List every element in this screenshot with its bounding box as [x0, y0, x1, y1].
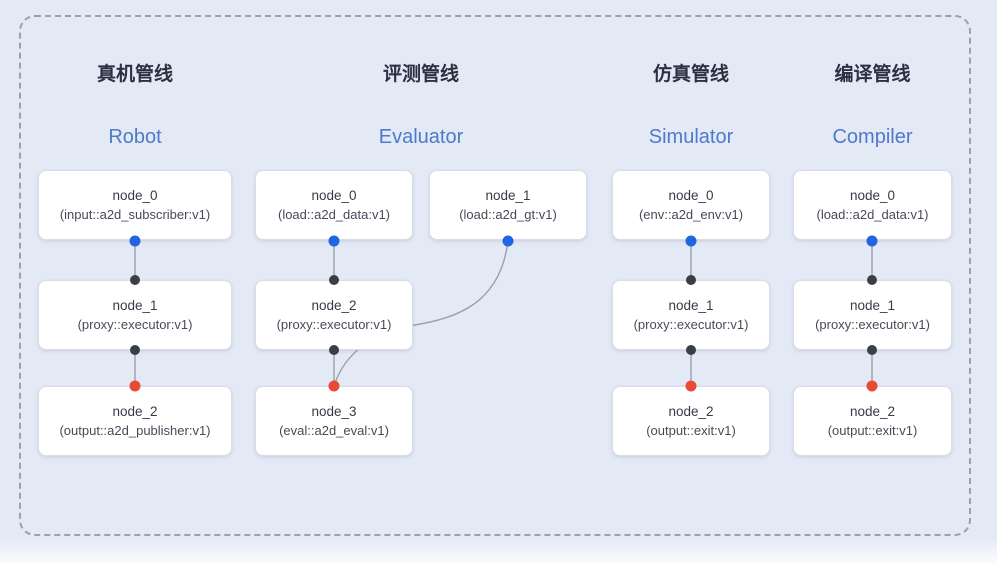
pipeline-title-cn-compiler: 编译管线 [834, 64, 911, 85]
node-type: (load::a2d_data:v1) [816, 207, 929, 222]
node-card-evaluator-node0: node_0 (load::a2d_data:v1) [255, 170, 413, 240]
node-card-robot-node1: node_1 (proxy::executor:v1) [38, 280, 232, 350]
node-type: (proxy::executor:v1) [276, 317, 392, 332]
node-type: (proxy::executor:v1) [77, 317, 193, 332]
node-type: (proxy::executor:v1) [815, 317, 930, 332]
pipeline-title-en-simulator: Simulator [648, 126, 734, 148]
node-name: node_0 [849, 188, 896, 203]
node-name: node_2 [112, 404, 158, 419]
node-type: (input::a2d_subscriber:v1) [59, 207, 211, 222]
node-name: node_1 [849, 298, 896, 313]
node-type: (proxy::executor:v1) [633, 317, 749, 332]
pipeline-title-cn-robot: 真机管线 [96, 64, 173, 85]
bottom-fade [0, 537, 997, 563]
node-name: node_1 [112, 298, 158, 313]
node-type: (output::exit:v1) [646, 423, 736, 438]
node-type: (output::a2d_publisher:v1) [59, 423, 211, 438]
node-name: node_2 [668, 404, 714, 419]
node-card-robot-node2: node_2 (output::a2d_publisher:v1) [38, 386, 232, 456]
node-type: (env::a2d_env:v1) [638, 207, 744, 222]
node-card-robot-node0: node_0 (input::a2d_subscriber:v1) [38, 170, 232, 240]
pipeline-title-en-evaluator: Evaluator [378, 126, 464, 148]
node-name: node_0 [112, 188, 158, 203]
node-card-compiler-node0: node_0 (load::a2d_data:v1) [793, 170, 952, 240]
node-card-evaluator-node1: node_1 (load::a2d_gt:v1) [429, 170, 587, 240]
pipeline-title-en-compiler: Compiler [832, 126, 913, 148]
node-card-compiler-node2: node_2 (output::exit:v1) [793, 386, 952, 456]
node-type: (output::exit:v1) [827, 423, 918, 438]
node-name: node_1 [485, 188, 531, 203]
pipeline-title-en-robot: Robot [108, 126, 162, 148]
node-name: node_0 [311, 188, 357, 203]
node-card-simulator-node0: node_0 (env::a2d_env:v1) [612, 170, 770, 240]
pipeline-title-cn-evaluator: 评测管线 [382, 64, 459, 85]
dashed-frame [19, 15, 971, 536]
node-name: node_1 [668, 298, 714, 313]
pipeline-title-cn-simulator: 仿真管线 [652, 64, 729, 85]
node-card-compiler-node1: node_1 (proxy::executor:v1) [793, 280, 952, 350]
node-type: (load::a2d_data:v1) [277, 207, 391, 222]
node-type: (eval::a2d_eval:v1) [279, 423, 389, 438]
node-name: node_0 [668, 188, 714, 203]
node-name: node_2 [311, 298, 357, 313]
node-card-simulator-node1: node_1 (proxy::executor:v1) [612, 280, 770, 350]
node-name: node_2 [849, 404, 896, 419]
node-type: (load::a2d_gt:v1) [459, 207, 557, 222]
node-card-evaluator-node3: node_3 (eval::a2d_eval:v1) [255, 386, 413, 456]
node-card-evaluator-node2: node_2 (proxy::executor:v1) [255, 280, 413, 350]
node-card-simulator-node2: node_2 (output::exit:v1) [612, 386, 770, 456]
node-name: node_3 [311, 404, 357, 419]
